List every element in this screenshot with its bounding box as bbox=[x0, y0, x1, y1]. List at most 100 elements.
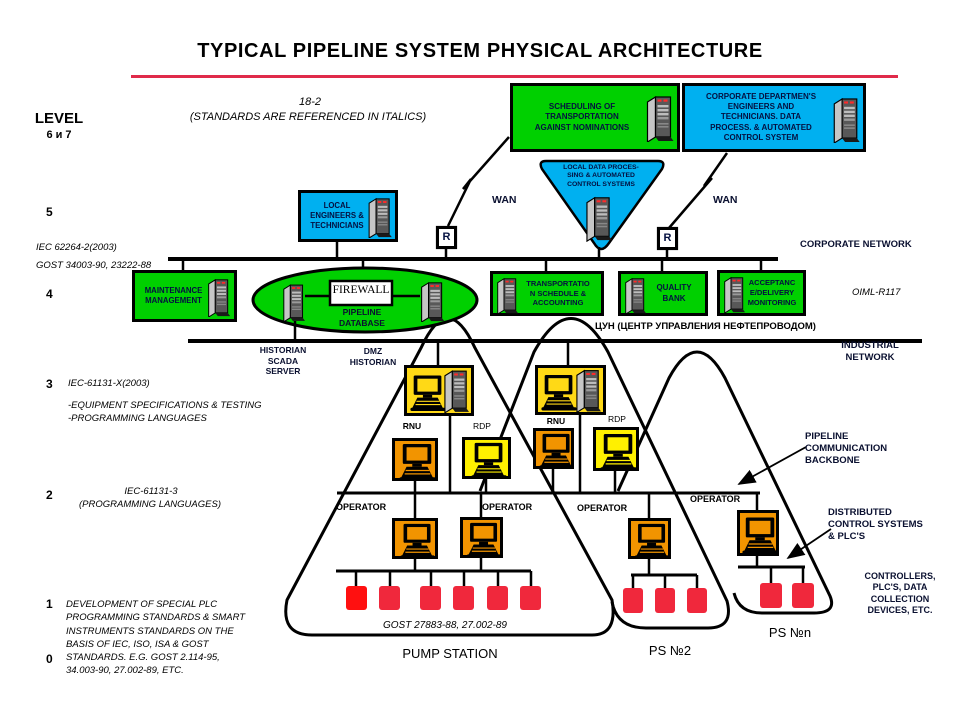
historian-server-icon bbox=[283, 284, 305, 322]
server-icon bbox=[625, 278, 647, 314]
rdp2-label: RDP bbox=[608, 414, 626, 424]
server-icon bbox=[833, 98, 860, 143]
tsun-label: ЦУН (ЦЕНТР УПРАВЛЕНИЯ НЕФТЕПРОВОДОМ) bbox=[595, 321, 816, 332]
std-l1-note: DEVELOPMENT OF SPECIAL PLC PROGRAMMING S… bbox=[66, 599, 246, 677]
workstation-icon bbox=[410, 374, 446, 412]
dcs-annotation: DISTRIBUTED CONTROL SYSTEMS & PLC'S bbox=[828, 507, 923, 542]
server-icon bbox=[497, 278, 519, 314]
server-icon bbox=[724, 277, 746, 313]
pipeline-db-label: PIPELINE DATABASE bbox=[339, 307, 385, 328]
maintenance-label: MAINTENANCE MANAGEMENT bbox=[144, 285, 203, 305]
psn-enclosure bbox=[616, 350, 834, 615]
backbone-arrow bbox=[737, 446, 807, 485]
industrial-network-label: INDUSTRIAL NETWORK bbox=[841, 340, 899, 363]
transport-label: TRANSPORTATIO N SCHEDULE & ACCOUNTING bbox=[526, 278, 590, 308]
rnu1-label: RNU bbox=[402, 421, 422, 431]
std-l3-notes: -EQUIPMENT SPECIFICATIONS & TESTING -PRO… bbox=[68, 400, 262, 425]
firewall-label: FIREWALL bbox=[332, 284, 390, 296]
ps2-label: PS №2 bbox=[648, 643, 692, 658]
slide-ref: 18-2 bbox=[298, 96, 322, 108]
backbone-annotation: PIPELINE COMMUNICATION BACKBONE bbox=[805, 431, 888, 466]
station1-server-node bbox=[404, 365, 474, 416]
wan-link-left bbox=[446, 136, 510, 227]
level-0: 0 bbox=[46, 652, 53, 666]
wan-right-label: WAN bbox=[713, 194, 738, 206]
quality-node: QUALITY BANK bbox=[618, 271, 708, 316]
local-engineers-label: LOCAL ENGINEERS & TECHNICIANS bbox=[310, 200, 364, 231]
corporate-dept-label: CORPORATE DEPARTMEN'S ENGINEERS AND TECH… bbox=[705, 91, 817, 143]
rnu2-node bbox=[533, 428, 575, 469]
historian-label: HISTORIAN SCADA SERVER bbox=[259, 345, 307, 377]
operator4-label: OPERATOR bbox=[690, 494, 741, 504]
router-left: R bbox=[437, 227, 456, 248]
rdp1-label: RDP bbox=[473, 421, 491, 431]
server-icon bbox=[444, 370, 469, 414]
page-title: TYPICAL PIPELINE SYSTEM PHYSICAL ARCHITE… bbox=[197, 40, 763, 62]
workstation-icon bbox=[470, 442, 508, 479]
workstation-icon bbox=[634, 523, 670, 559]
station2-server-node bbox=[535, 365, 606, 415]
std-l2-note: (PROGRAMMING LANGUAGES) bbox=[79, 499, 221, 510]
psn-label: PS №n bbox=[768, 625, 812, 640]
transport-node: TRANSPORTATIO N SCHEDULE & ACCOUNTING bbox=[490, 271, 604, 316]
std-iec61131x: IEC-61131-X(2003) bbox=[68, 378, 150, 389]
workstation-icon bbox=[399, 523, 436, 559]
wan-left-label: WAN bbox=[492, 194, 517, 206]
local-engineers-node: LOCAL ENGINEERS & TECHNICIANS bbox=[298, 190, 398, 242]
acceptance-label: ACCEPTANC E/DELIVERY MONITORING bbox=[747, 278, 797, 307]
server-icon bbox=[208, 279, 231, 317]
level-5: 5 bbox=[46, 205, 53, 219]
local-data-label: LOCAL DATA PROCES- SING & AUTOMATED CONT… bbox=[563, 164, 639, 188]
dmz-server-icon bbox=[421, 282, 445, 322]
operator2-label: OPERATOR bbox=[482, 502, 533, 512]
level-3: 3 bbox=[46, 377, 53, 391]
rnu1-node bbox=[392, 438, 438, 481]
level-4: 4 bbox=[46, 287, 53, 301]
operator2-node bbox=[460, 517, 503, 558]
pump-station-label: PUMP STATION bbox=[402, 646, 498, 661]
standards-note: (STANDARDS ARE REFERENCED IN ITALICS) bbox=[189, 111, 427, 123]
plc-drop-lines bbox=[354, 567, 805, 589]
connector-lines bbox=[181, 242, 763, 575]
quality-label: QUALITY BANK bbox=[656, 283, 692, 303]
std-gost34003: GOST 34003-90, 23222-88 bbox=[36, 260, 152, 271]
wan-link-right bbox=[668, 152, 729, 229]
operator3-label: OPERATOR bbox=[577, 503, 628, 513]
workstation-icon bbox=[742, 516, 779, 555]
controllers-annotation: CONTROLLERS, PLC'S, DATA COLLECTION DEVI… bbox=[864, 571, 936, 615]
plc-bus-lines bbox=[336, 565, 805, 577]
level-1: 1 bbox=[46, 597, 53, 611]
workstation-icon bbox=[466, 522, 502, 558]
rdp2-node bbox=[593, 427, 639, 471]
operator4-node bbox=[737, 510, 779, 556]
operator1-node bbox=[392, 518, 438, 559]
plc-devices bbox=[346, 583, 814, 613]
corporate-network-label: CORPORATE NETWORK bbox=[800, 239, 912, 250]
std-iec62264: IEC 62264-2(2003) bbox=[36, 242, 117, 253]
level-label: LEVEL bbox=[34, 110, 84, 127]
corporate-dept-node: CORPORATE DEPARTMEN'S ENGINEERS AND TECH… bbox=[682, 83, 866, 152]
dmz-label: DMZ HISTORIAN bbox=[349, 346, 397, 367]
operator3-node bbox=[628, 518, 671, 559]
scheduling-label: SCHEDULING OF TRANSPORTATION AGAINST NOM… bbox=[534, 101, 630, 132]
rnu2-label: RNU bbox=[546, 416, 566, 426]
workstation-icon bbox=[599, 433, 638, 471]
scheduling-node: SCHEDULING OF TRANSPORTATION AGAINST NOM… bbox=[510, 83, 680, 152]
server-icon bbox=[586, 197, 612, 242]
title-underline bbox=[131, 75, 898, 78]
std-iec611313: IEC-61131-3 bbox=[124, 486, 178, 497]
dcs-arrow bbox=[786, 528, 832, 560]
firewall-box bbox=[328, 279, 394, 307]
std-oiml: OIML-R117 bbox=[852, 287, 901, 298]
std-gost27883: GOST 27883-88, 27.002-89 bbox=[383, 620, 507, 631]
workstation-icon bbox=[538, 433, 575, 469]
operator1-label: OPERATOR bbox=[336, 502, 387, 512]
server-icon bbox=[646, 96, 674, 142]
router-right: R bbox=[658, 228, 677, 249]
maintenance-node: MAINTENANCE MANAGEMENT bbox=[132, 270, 237, 322]
workstation-icon bbox=[398, 443, 437, 481]
workstation-icon bbox=[541, 374, 577, 411]
server-icon bbox=[368, 198, 392, 238]
